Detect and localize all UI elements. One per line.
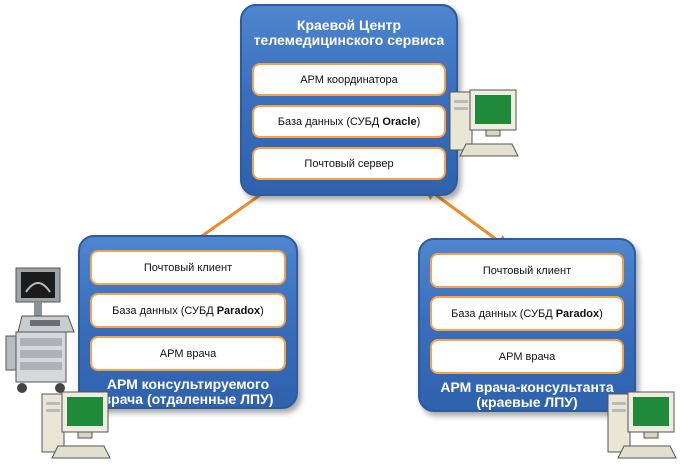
center-item-mail-server-label: Почтовый сервер <box>304 157 394 170</box>
left-item-doctor-workstation: АРМ врача <box>90 336 286 371</box>
right-item-mail-client: Почтовый клиент <box>430 253 624 288</box>
right-title-line1: АРМ врача-консультанта <box>440 379 614 395</box>
left-item-mail-client-label: Почтовый клиент <box>143 261 233 274</box>
right-item-doctor-workstation-label: АРМ врача <box>498 350 556 363</box>
left-title-line1: АРМ консультируемого <box>106 376 270 392</box>
right-item-database-label: База данных (СУБД Paradox) <box>451 307 603 320</box>
left-item-database: База данных (СУБД Paradox) <box>90 293 286 328</box>
center-item-coordinator: АРМ координатора <box>252 63 446 96</box>
left-item-doctor-workstation-label: АРМ врача <box>159 347 217 360</box>
right-title-line2: (краевые ЛПУ) <box>476 394 578 410</box>
arrow-center-right <box>422 185 511 250</box>
left-panel-title: АРМ консультируемого врача (отдаленные Л… <box>80 377 296 407</box>
computer-icon <box>449 89 519 157</box>
center-item-database: База данных (СУБД Oracle) <box>252 105 446 138</box>
center-item-coordinator-label: АРМ координатора <box>300 73 398 86</box>
right-item-database: База данных (СУБД Paradox) <box>430 296 624 331</box>
right-item-mail-client-label: Почтовый клиент <box>482 264 572 277</box>
right-panel-title: АРМ врача-консультанта (краевые ЛПУ) <box>420 380 634 410</box>
center-title-line2: телемедицинского сервиса <box>253 32 445 48</box>
right-panel: Почтовый клиент База данных (СУБД Parado… <box>418 238 636 412</box>
right-item-doctor-workstation: АРМ врача <box>430 339 624 374</box>
computer-icon <box>607 391 677 459</box>
center-panel: Краевой Центр телемедицинского сервиса А… <box>240 4 458 196</box>
left-item-database-label: База данных (СУБД Paradox) <box>112 304 264 317</box>
center-item-mail-server: Почтовый сервер <box>252 147 446 180</box>
center-panel-title: Краевой Центр телемедицинского сервиса <box>242 18 456 48</box>
left-panel: Почтовый клиент База данных (СУБД Parado… <box>78 235 298 409</box>
left-title-line2: врача (отдаленные ЛПУ) <box>102 391 274 407</box>
computer-icon <box>41 391 111 459</box>
left-item-mail-client: Почтовый клиент <box>90 250 286 285</box>
center-item-database-label: База данных (СУБД Oracle) <box>277 115 421 128</box>
ultrasound-machine-icon <box>5 267 75 393</box>
center-title-line1: Краевой Центр <box>296 17 402 33</box>
